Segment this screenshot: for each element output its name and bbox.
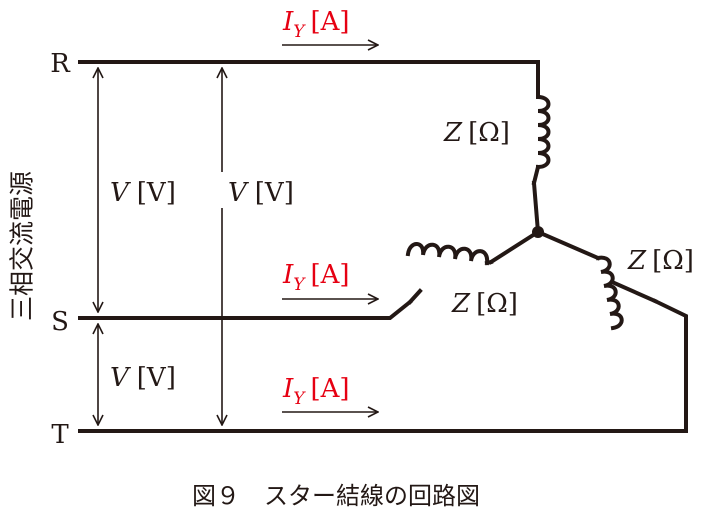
line-r-wire bbox=[78, 60, 540, 99]
current-label-t: IY[A] bbox=[282, 374, 350, 409]
current-label-r: IY[A] bbox=[282, 7, 350, 42]
impedance-label-r: Z[Ω] bbox=[443, 118, 510, 148]
impedance-coil-s bbox=[405, 229, 541, 305]
voltage-label-rt: V[V] bbox=[214, 172, 322, 208]
svg-text:V[V]: V[V] bbox=[110, 178, 176, 208]
line-t-wire bbox=[78, 298, 688, 433]
line-s-wire bbox=[78, 299, 413, 320]
terminal-s-label: S bbox=[51, 307, 69, 337]
three-phase-source-label: 三相交流電源 bbox=[8, 171, 37, 321]
current-label-s: IY[A] bbox=[282, 260, 350, 295]
terminal-t-label: T bbox=[51, 420, 69, 450]
voltage-label-rs: V[V] bbox=[107, 172, 205, 208]
impedance-coil-r bbox=[531, 94, 551, 235]
impedance-label-t: Z[Ω] bbox=[627, 246, 694, 276]
svg-text:V[V]: V[V] bbox=[228, 178, 294, 208]
impedance-coil-t bbox=[535, 229, 658, 331]
voltage-label-st: V[V] bbox=[107, 357, 205, 393]
figure-caption: 図９ スター結線の回路図 bbox=[192, 482, 480, 510]
impedance-label-s: Z[Ω] bbox=[451, 289, 518, 319]
terminal-r-label: R bbox=[50, 49, 71, 79]
svg-text:V[V]: V[V] bbox=[110, 363, 176, 393]
